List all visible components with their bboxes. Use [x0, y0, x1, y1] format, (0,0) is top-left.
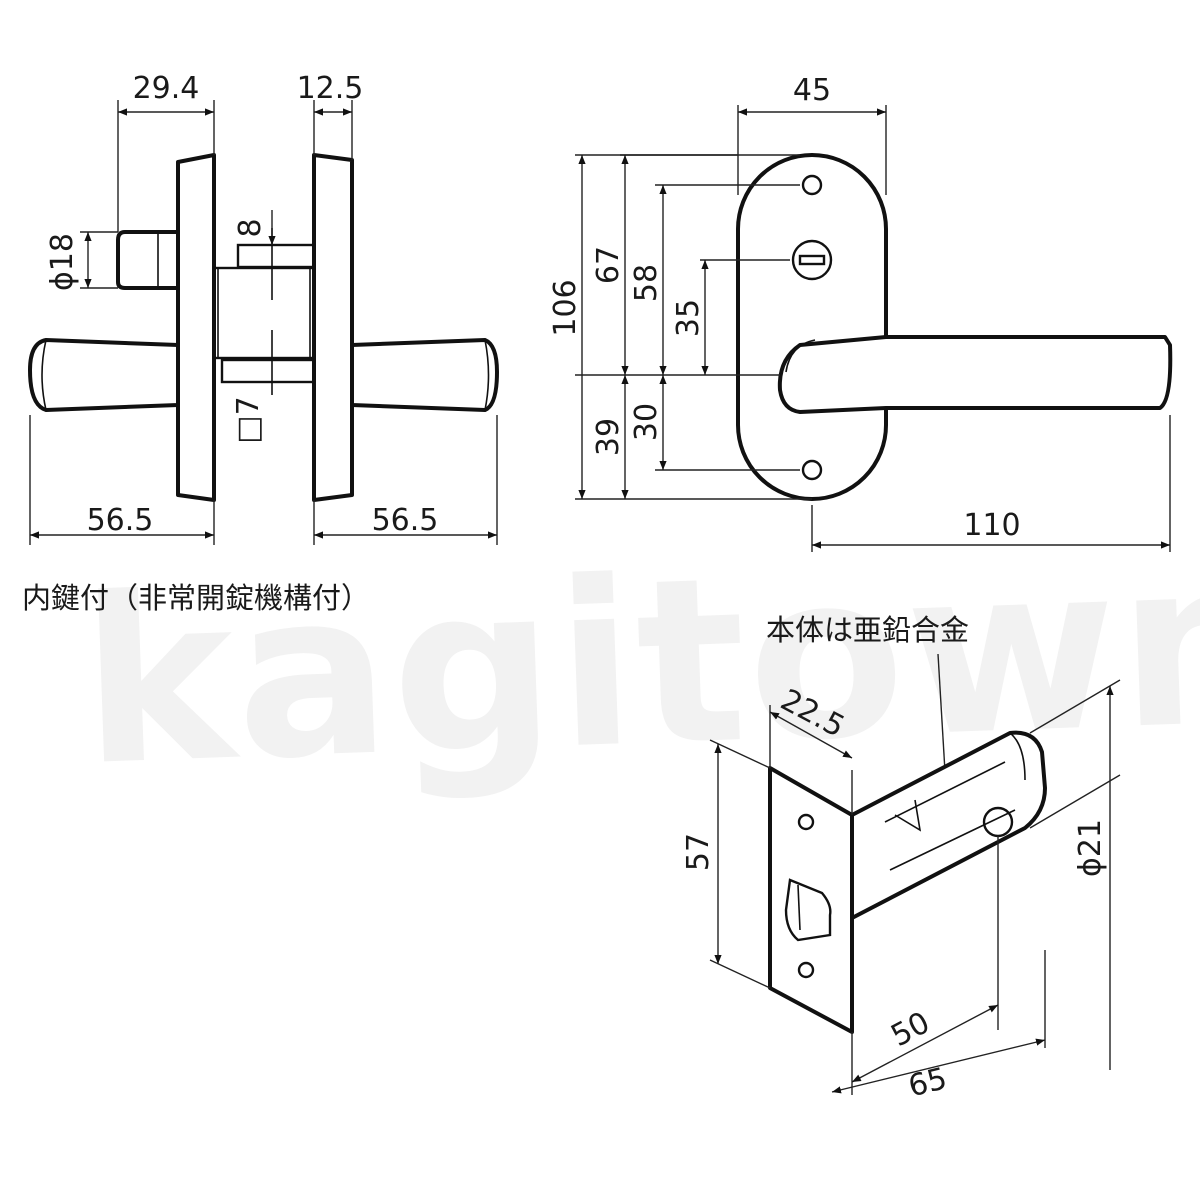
side-lever: [777, 335, 1173, 414]
dim-plate-width: 45: [793, 73, 831, 108]
dim-upper-height: 67: [591, 246, 626, 284]
latch-body: [850, 730, 1047, 920]
left-lever-arm: [28, 338, 180, 412]
dim-turn-piece: 35: [671, 299, 706, 337]
right-lever-arm: [350, 338, 499, 412]
dim-upper-screw: 58: [629, 264, 664, 302]
spindle-upper: [236, 243, 316, 269]
dim-square-spindle: □7: [231, 396, 266, 443]
dim-spindle-gap: 8: [233, 218, 268, 237]
latch-material-note: 本体は亜鉛合金: [766, 613, 969, 647]
caption-inner-lock: 内鍵付（非常開錠機構付）: [22, 581, 370, 615]
dim-lower-height: 39: [591, 418, 626, 456]
dim-knob-diameter: ϕ18: [45, 233, 80, 291]
escutcheon-plate: [736, 153, 888, 501]
dim-width-top: 29.4: [133, 71, 200, 106]
dim-body-diameter: ϕ21: [1073, 819, 1108, 877]
latch-bolt: [784, 878, 832, 942]
dim-backset-65: 65: [905, 1061, 951, 1104]
latch-face-plate: [768, 766, 854, 1034]
dim-lever-left: 56.5: [87, 503, 154, 538]
emergency-knob: [116, 230, 180, 290]
dim-lever-length: 110: [963, 508, 1020, 543]
dim-total-height: 106: [548, 279, 583, 336]
lower-screw: [801, 459, 823, 481]
dim-backset-50: 50: [885, 1005, 935, 1054]
door-section: [212, 266, 316, 360]
front-view: 29.4 12.5 ϕ18 8 □7 56.5 56.5: [28, 71, 499, 545]
face-screw-top: [797, 813, 815, 831]
turn-piece: [791, 239, 833, 281]
spindle-lower: [220, 358, 316, 384]
side-view: 45 106 67 58 35 39 30 110: [548, 73, 1173, 552]
upper-screw: [801, 174, 823, 196]
dim-lever-right: 56.5: [372, 503, 439, 538]
dim-face-height: 57: [681, 833, 716, 871]
dim-plate-thickness: 12.5: [297, 71, 364, 106]
face-screw-bottom: [797, 961, 815, 979]
dim-lower-screw: 30: [629, 403, 664, 441]
left-rose-plate: [176, 153, 216, 502]
right-rose-plate: [312, 153, 354, 502]
